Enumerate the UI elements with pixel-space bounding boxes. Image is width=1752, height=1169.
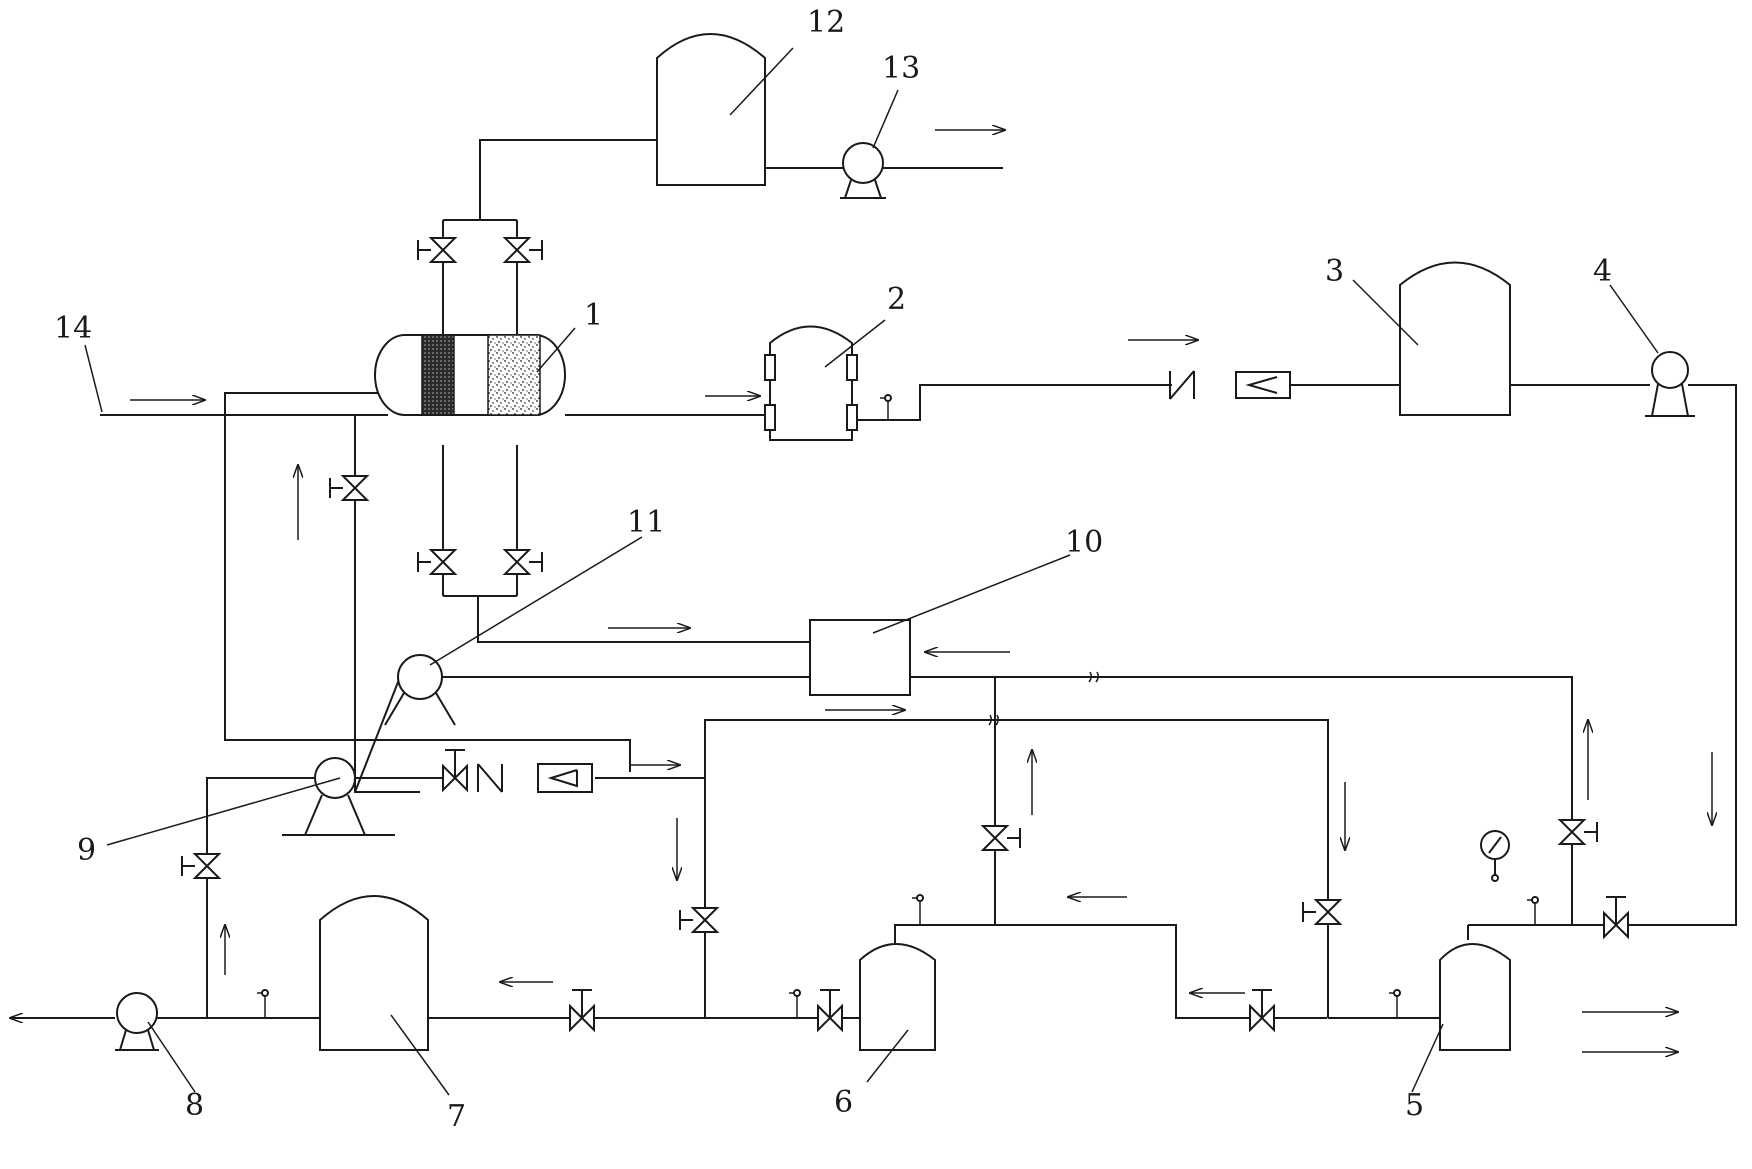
tank-7 <box>319 895 429 1051</box>
valve-tank5-up <box>1557 819 1598 845</box>
check-valve-tank3 <box>1169 370 1195 400</box>
label-14: 14 <box>54 311 92 346</box>
flow-arrows <box>130 130 1712 1052</box>
valve-vessel1-top-left <box>417 237 458 263</box>
sensor-tank2 <box>880 394 892 420</box>
unit-10 <box>809 619 911 696</box>
label-1: 1 <box>584 298 603 333</box>
sensor-tank6 <box>912 894 924 925</box>
flow-meter-pump9 <box>537 763 593 793</box>
valve-bypass-up <box>329 475 370 501</box>
label-6: 6 <box>834 1085 853 1120</box>
valves <box>181 237 1629 1033</box>
sensor-tank6-inlet <box>789 989 801 1018</box>
valve-pump9-suction <box>181 853 222 879</box>
check-valve-pump9 <box>477 763 503 793</box>
labels: 1 2 3 4 5 6 7 8 9 10 11 12 13 14 <box>54 5 1612 1134</box>
valve-vessel1-top-right <box>502 237 543 263</box>
label-13: 13 <box>882 51 920 86</box>
pump-9 <box>282 757 395 836</box>
tank-5 <box>1439 943 1511 1051</box>
pump-11 <box>384 654 456 726</box>
label-10: 10 <box>1065 525 1103 560</box>
label-9: 9 <box>77 833 96 868</box>
valve-tank6-outlet <box>817 989 843 1033</box>
instruments <box>257 394 1539 1018</box>
tank-12 <box>656 33 766 186</box>
valve-vessel1-bottom-right <box>502 549 543 575</box>
label-4: 4 <box>1593 254 1612 289</box>
tank-2 <box>764 325 858 441</box>
label-5: 5 <box>1405 1088 1424 1123</box>
valve-pump4-return <box>1603 896 1629 940</box>
label-12: 12 <box>807 5 845 40</box>
flow-meter-tank3 <box>1235 371 1291 399</box>
valve-to-tank6-left <box>679 907 720 933</box>
valve-tank7-inlet <box>569 989 595 1033</box>
sensor-tank5-inlet <box>1389 989 1401 1018</box>
label-2: 2 <box>887 282 906 317</box>
pump-13 <box>840 142 886 199</box>
sensor-tank5 <box>1527 896 1539 925</box>
tank-3 <box>1399 261 1511 416</box>
label-11: 11 <box>627 505 665 540</box>
label-7: 7 <box>447 1099 466 1134</box>
line-breaks <box>988 671 1100 726</box>
label-3: 3 <box>1325 254 1344 289</box>
valve-tank6-up <box>980 825 1021 851</box>
sensor-tank7 <box>257 989 269 1018</box>
label-8: 8 <box>185 1088 204 1123</box>
valve-right-down <box>1302 899 1343 925</box>
valve-vessel1-bottom-left <box>417 549 458 575</box>
pump-4 <box>1645 351 1695 417</box>
valve-tank5-to-tank6 <box>1249 989 1275 1033</box>
vessel-1 <box>374 334 566 416</box>
valve-pump9-discharge <box>442 749 468 793</box>
tank-6 <box>859 943 936 1051</box>
pump-8 <box>115 992 159 1051</box>
leader-lines <box>84 47 1659 1096</box>
pressure-gauge-tank5 <box>1480 830 1510 882</box>
